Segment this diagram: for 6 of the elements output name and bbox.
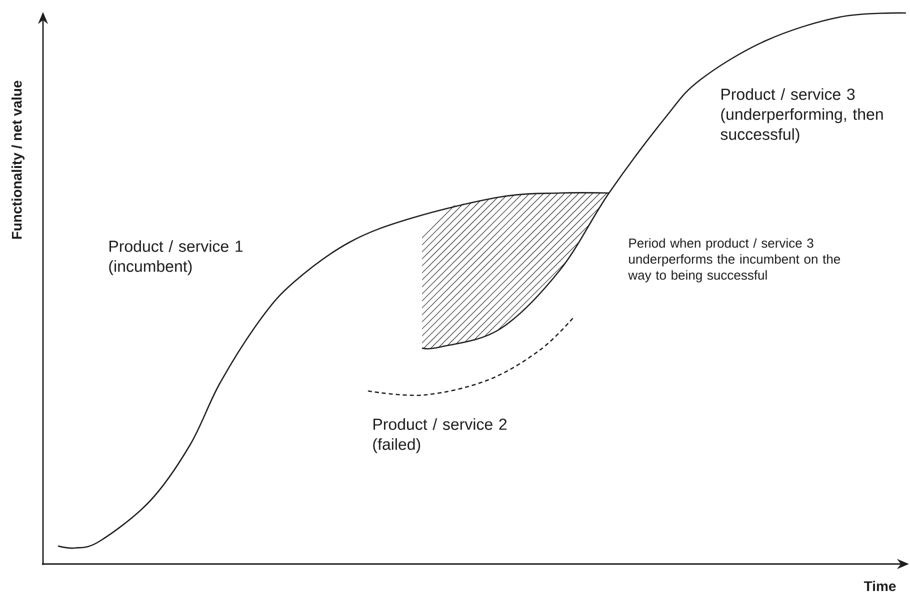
curve-label: Product / service 3 (underperforming, then successful) [720, 88, 883, 144]
curve-label: Product / service 1 (incumbent) [109, 240, 243, 276]
axis-title: Functionality / net value [11, 80, 25, 239]
curve-label: Product / service 2 (failed) [373, 418, 507, 454]
annotation-text: Period when product / service 3 underperforms the incumbent on the way to being successful [628, 238, 840, 282]
axis-title: Time [864, 580, 896, 592]
